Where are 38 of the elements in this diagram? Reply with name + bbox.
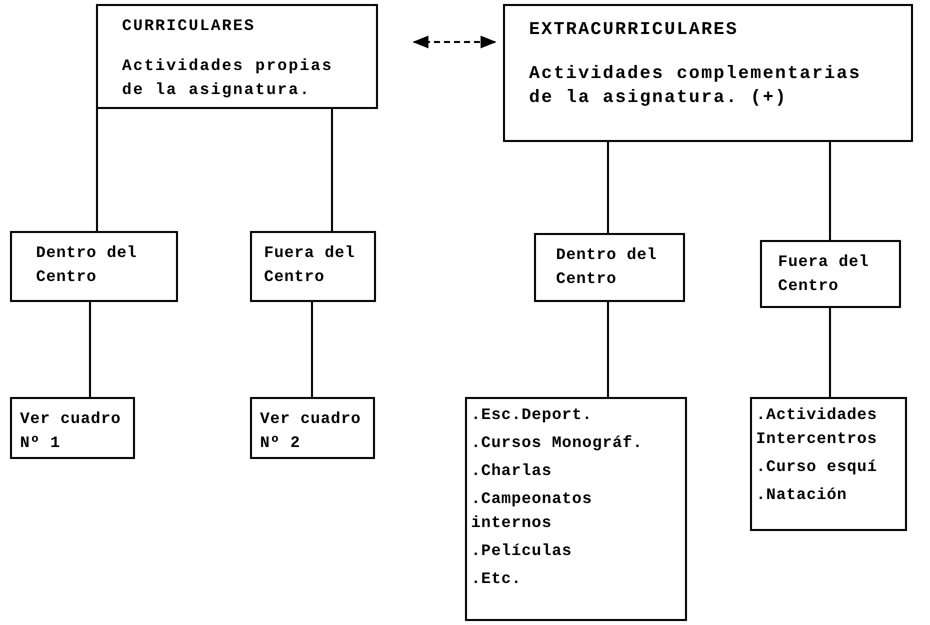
connector-line: [607, 142, 609, 233]
box-text: Fuera del Centro: [264, 243, 356, 288]
box-text: .Esc.Deport.: [471, 405, 594, 426]
box-text: Ver cuadro Nº 2: [260, 409, 362, 454]
text-box: [96, 4, 378, 109]
arrow: [412, 36, 497, 48]
text-box: [10, 397, 135, 459]
connector-line: [89, 302, 91, 397]
box-text: Fuera del Centro: [778, 252, 870, 297]
box-text: .Charlas: [471, 461, 553, 482]
box-text: Actividades propias de la asignatura.: [122, 56, 334, 101]
connector-line: [96, 109, 98, 231]
box-text: .Películas: [471, 541, 574, 562]
box-text: .Actividades Intercentros: [756, 405, 878, 450]
box-text: EXTRACURRICULARES: [529, 19, 740, 42]
box-text: .Campeonatos internos: [471, 489, 594, 534]
box-text: Ver cuadro Nº 1: [20, 409, 122, 454]
connector-line: [331, 109, 333, 231]
connector-line: [311, 302, 313, 397]
text-box: [534, 233, 685, 302]
text-box: [465, 397, 687, 621]
box-text: .Natación: [756, 485, 848, 506]
text-box: [760, 240, 901, 308]
box-text: Dentro del Centro: [36, 243, 138, 288]
box-text: Actividades complementarias de la asignatura. (+): [529, 63, 862, 110]
connector-line: [607, 302, 609, 397]
text-box: [750, 397, 907, 531]
text-box: [503, 4, 913, 142]
box-text: .Cursos Monográf.: [471, 433, 644, 454]
text-box: [10, 231, 178, 302]
box-text: .Etc.: [471, 569, 523, 590]
box-text: CURRICULARES: [122, 16, 256, 37]
text-box: [250, 397, 375, 459]
connector-line: [829, 308, 831, 397]
box-text: .Curso esquí: [756, 457, 878, 478]
box-text: Dentro del Centro: [556, 245, 658, 290]
text-box: [250, 231, 376, 302]
connector-line: [829, 142, 831, 240]
